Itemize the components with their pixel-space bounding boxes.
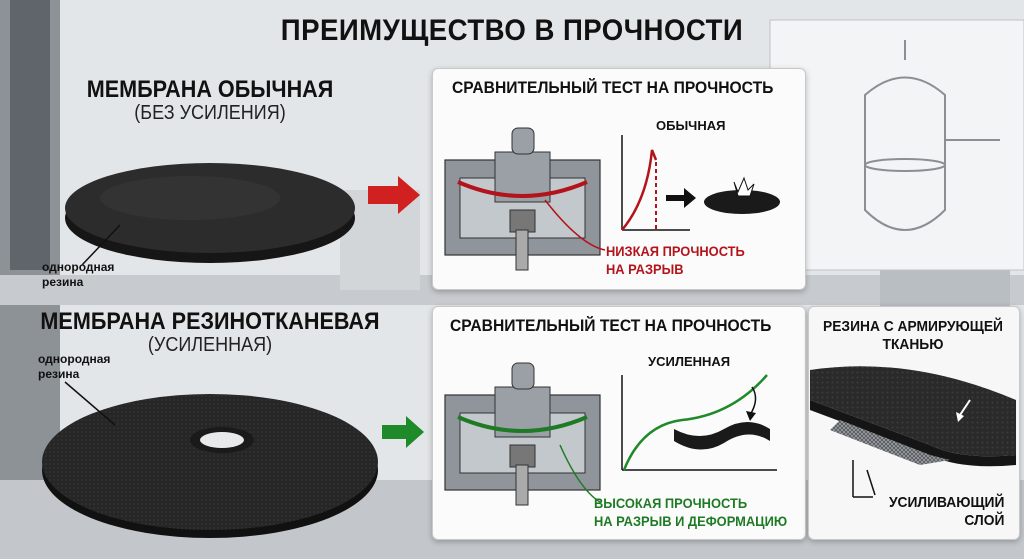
top-result-text: НИЗКАЯ ПРОЧНОСТЬ НА РАЗРЫВ [606,243,745,277]
top-graph-label: ОБЫЧНАЯ [656,118,726,133]
top-membrane-heading: МЕМБРАНА ОБЫЧНАЯ [86,76,334,103]
cross-section-illustration [810,366,1016,467]
top-result-pointer [544,199,606,251]
reinforced-rubber-label: РЕЗИНА С АРМИРУЮЩЕЙ ТКАНЬЮ [823,318,1003,353]
torn-membrane-icon [666,176,780,214]
bottom-stress-graph [621,374,777,471]
bottom-green-arrow [382,416,424,448]
deformed-membrane-icon [674,386,770,450]
bottom-membrane-subheading: (УСИЛЕННАЯ) [147,334,273,356]
top-membrane-subheading: (БЕЗ УСИЛЕНИЯ) [134,102,286,124]
reinforcing-layer-pointers [852,460,876,498]
bottom-test-fixture [444,362,601,506]
bottom-result-text: ВЫСОКАЯ ПРОЧНОСТЬ НА РАЗРЫВ И ДЕФОРМАЦИЮ [594,495,788,529]
top-stress-graph [621,135,690,231]
top-red-arrow [368,176,420,214]
top-test-fixture [444,127,601,271]
reinforcing-layer-label: УСИЛИВАЮЩИЙ СЛОЙ [888,494,1005,529]
bottom-label-pointer [64,381,116,426]
bottom-panel-title: СРАВНИТЕЛЬНЫЙ ТЕСТ НА ПРОЧНОСТЬ [450,316,772,335]
reinforced-rubber-disc [42,394,378,538]
page-title: ПРЕИМУЩЕСТВО В ПРОЧНОСТИ [280,14,744,47]
top-panel-title: СРАВНИТЕЛЬНЫЙ ТЕСТ НА ПРОЧНОСТЬ [452,78,774,97]
bottom-graph-label: УСИЛЕННАЯ [648,354,731,369]
bottom-material-label: однородная резина [38,352,111,381]
top-material-label: однородная резина [42,260,115,289]
bottom-result-pointer [559,444,601,503]
top-label-pointer [81,224,121,266]
plain-rubber-disc [65,163,355,263]
bottom-membrane-heading: МЕМБРАНА РЕЗИНОТКАНЕВАЯ [40,308,380,335]
